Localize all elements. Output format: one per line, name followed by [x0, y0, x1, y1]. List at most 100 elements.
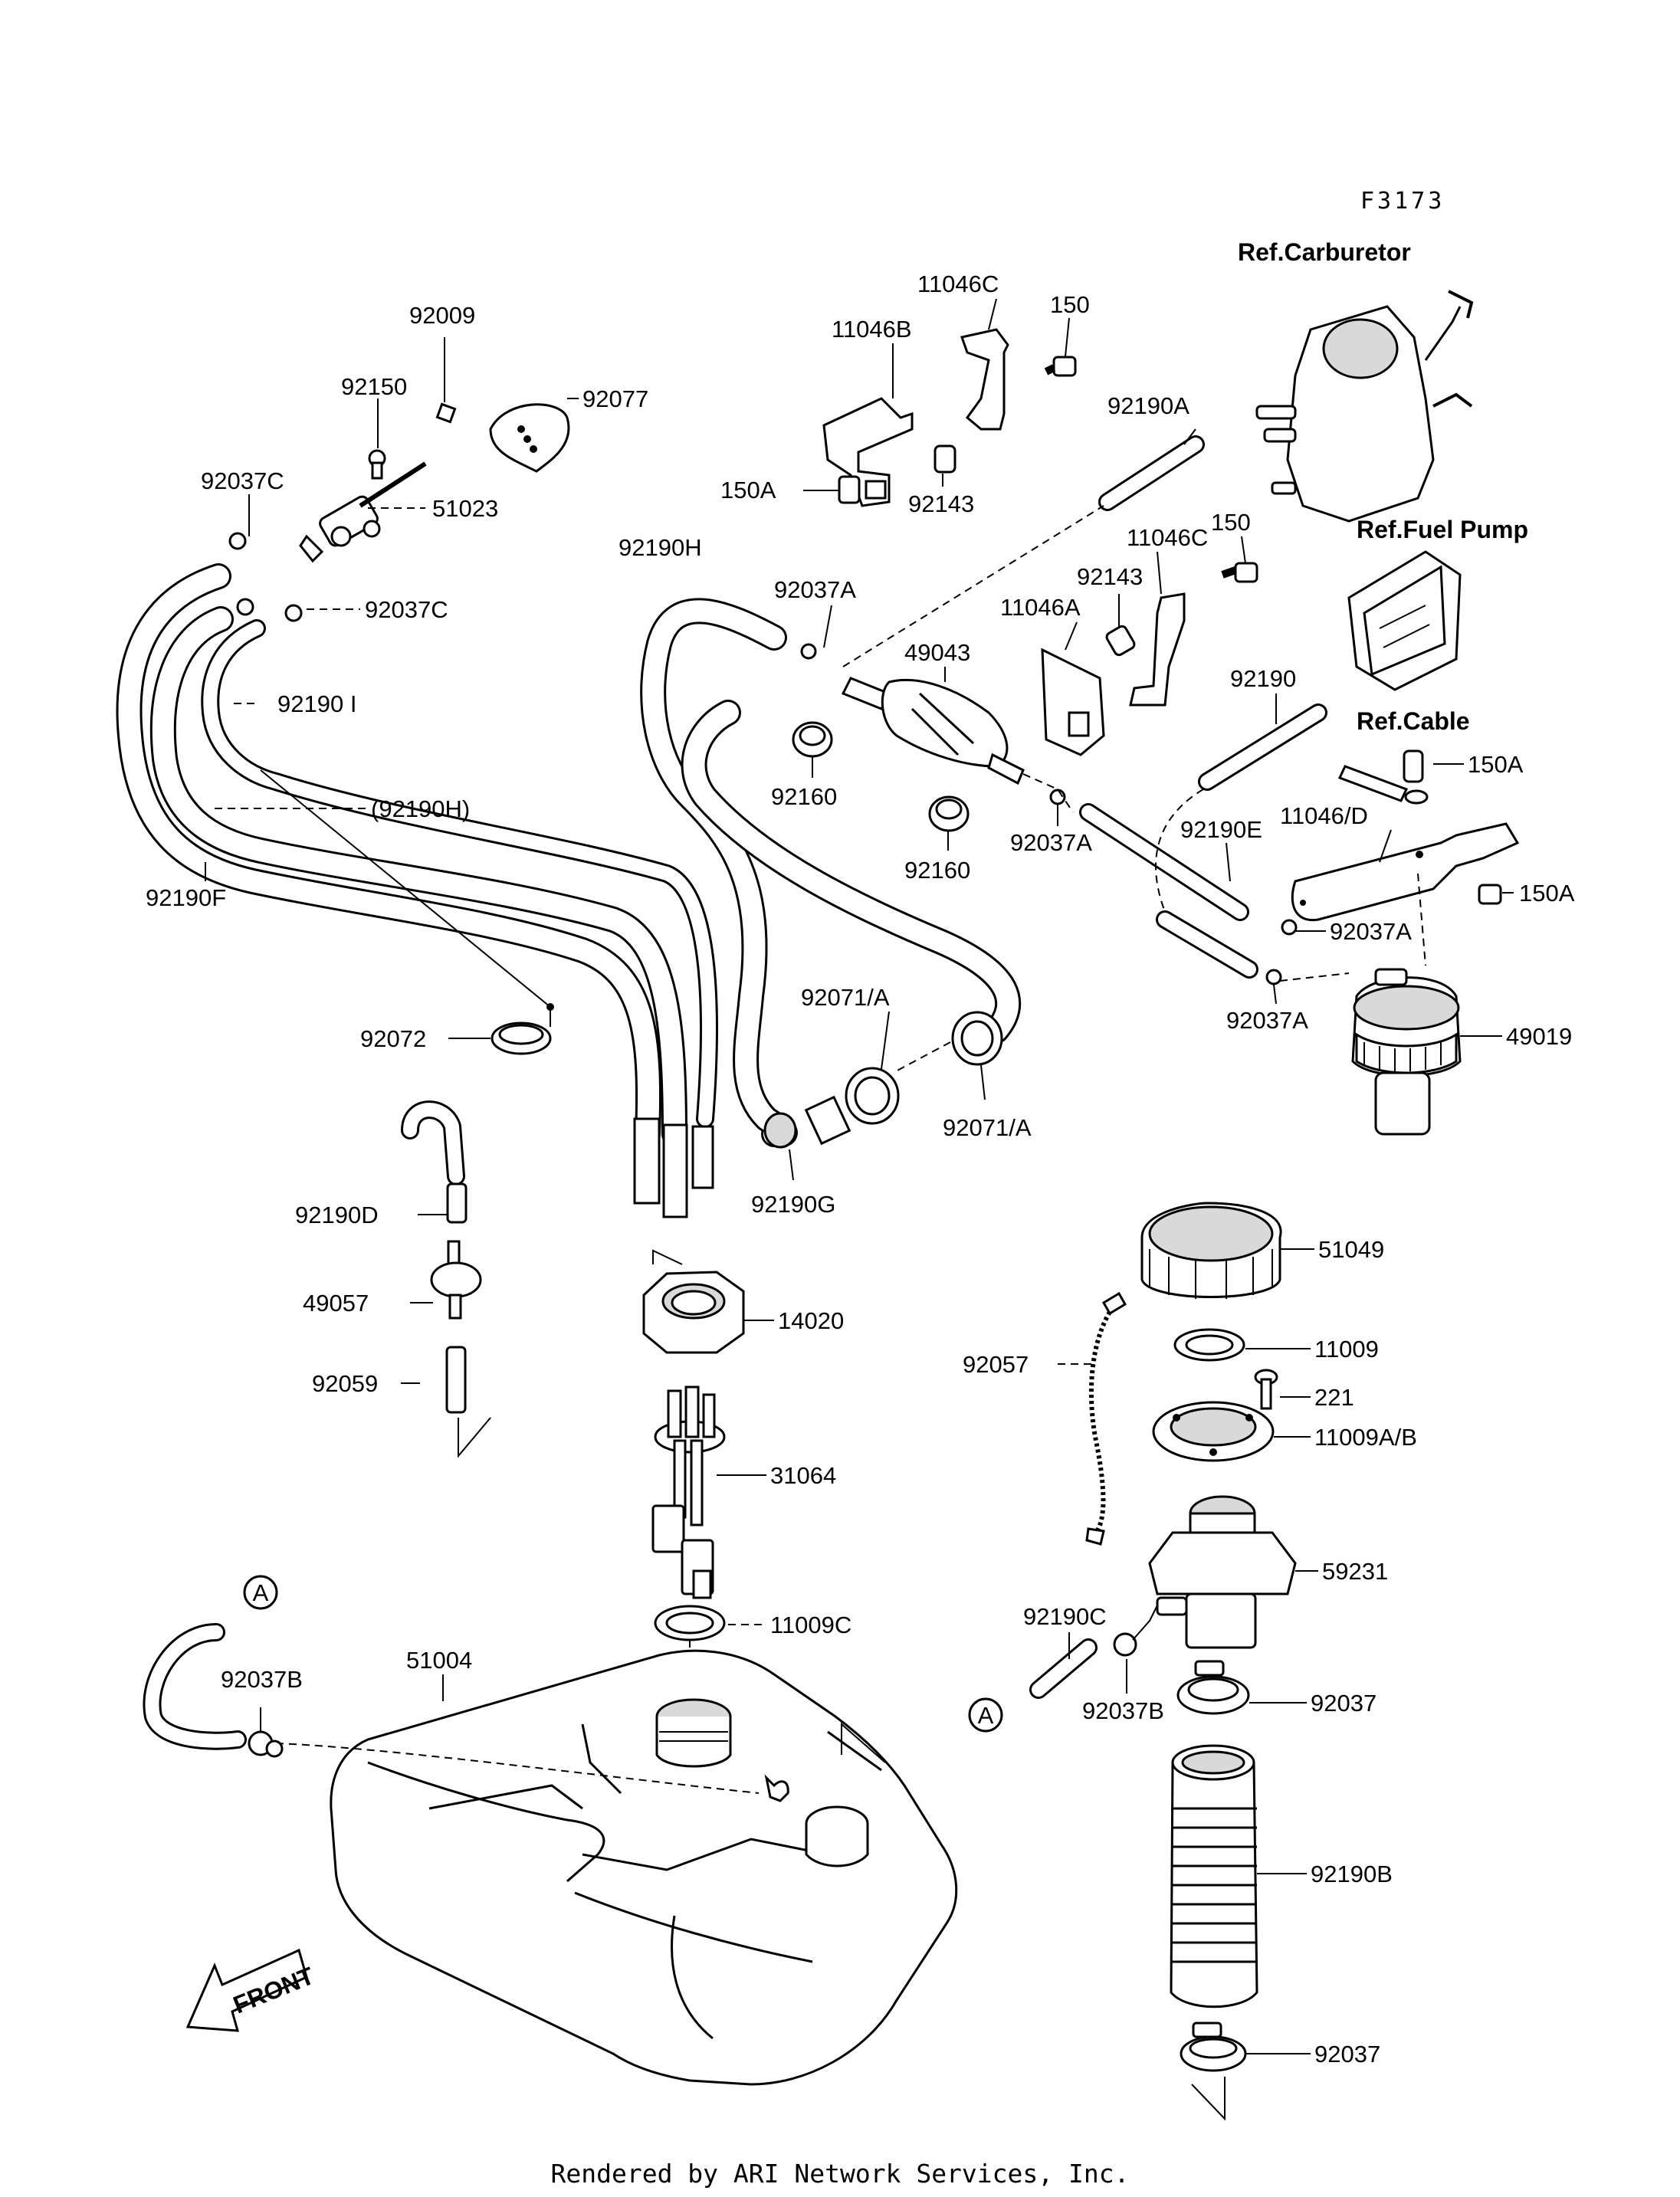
hose-92059	[445, 1346, 467, 1414]
label-51049: 51049	[1318, 1236, 1384, 1263]
label-92190a: 92190A	[1107, 392, 1189, 419]
screw-150-1	[1044, 356, 1077, 377]
sensor-49019	[1351, 968, 1462, 1136]
cap-51049	[1140, 1202, 1282, 1299]
label-92059: 92059	[312, 1370, 378, 1397]
label-92150: 92150	[341, 373, 407, 400]
label-92057: 92057	[963, 1351, 1029, 1378]
hose-92190g-main	[681, 700, 1022, 1044]
label-11046c-2: 11046C	[1127, 524, 1208, 551]
label-31064: 31064	[770, 1462, 836, 1489]
label-92037c-2: 92037C	[365, 596, 448, 623]
label-92037c-1: 92037C	[201, 467, 284, 494]
label-92037b-1: 92037B	[221, 1666, 303, 1693]
footer-credit: Rendered by ARI Network Services, Inc.	[551, 2159, 1130, 2189]
label-92190f: 92190F	[146, 884, 226, 911]
label-92190e: 92190E	[1180, 816, 1262, 843]
chain-92057	[1085, 1291, 1127, 1546]
joint-pipe	[804, 1095, 851, 1146]
clip-92037c-2	[284, 604, 303, 622]
label-92037-2: 92037	[1314, 2041, 1380, 2067]
label-11009: 11009	[1314, 1336, 1379, 1362]
hose-92190c	[1029, 1638, 1098, 1699]
ring-11009ab	[1152, 1401, 1275, 1462]
callout-a-1-label: A	[253, 1579, 269, 1606]
label-92071a-1: 92071/A	[801, 984, 890, 1011]
label-92190d: 92190D	[295, 1202, 379, 1228]
screw-92009	[435, 402, 457, 424]
label-92190: 92190	[1230, 665, 1296, 692]
bracket-11046a	[1041, 648, 1105, 756]
clip-92037a-3	[1281, 919, 1298, 936]
label-92037a-2: 92037A	[1010, 829, 1092, 856]
screw-150-2	[1221, 562, 1258, 583]
label-14020: 14020	[778, 1307, 844, 1334]
label-11046d: 11046/D	[1280, 802, 1368, 829]
label-11046b: 11046B	[832, 316, 912, 343]
label-49043: 49043	[904, 639, 970, 666]
label-92037a-3: 92037A	[1330, 918, 1412, 945]
hose-92190	[1198, 703, 1327, 791]
label-92160-1: 92160	[771, 783, 837, 810]
label-150a-3: 150A	[1519, 880, 1575, 907]
label-92190g: 92190G	[751, 1191, 835, 1218]
carburetor-ref	[1255, 290, 1474, 523]
screw-150a-3	[1478, 884, 1502, 905]
label-11009ab: 11009A/B	[1314, 1424, 1417, 1451]
label-150-1: 150	[1050, 291, 1090, 318]
hose-92190i	[201, 619, 718, 1128]
label-51004: 51004	[406, 1647, 472, 1674]
rubber-92143-2	[1105, 625, 1136, 657]
ref-fuel-pump-label: Ref.Fuel Pump	[1357, 516, 1528, 543]
label-92190i: 92190 I	[277, 690, 356, 717]
bracket-11046d	[1291, 822, 1520, 922]
label-92160-2: 92160	[904, 857, 970, 884]
hose-92190h	[640, 598, 798, 1147]
screw-150a-1	[838, 475, 861, 504]
label-11009c: 11009C	[770, 1612, 851, 1638]
fuel-pump-ref	[1347, 550, 1462, 691]
clamp-92037-1	[1176, 1660, 1250, 1715]
knob-92077	[489, 403, 570, 473]
hose-end-2	[662, 1123, 688, 1218]
label-92190h-ref: (92190H)	[371, 795, 470, 822]
clip-92037a-2	[1049, 789, 1066, 805]
diagram-code: F3173	[1360, 188, 1445, 215]
label-49057: 49057	[303, 1290, 369, 1317]
label-221: 221	[1314, 1384, 1354, 1411]
label-150a-1: 150A	[720, 477, 776, 503]
bracket-11046c-2	[1129, 592, 1186, 707]
ref-cable-label: Ref.Cable	[1357, 707, 1470, 735]
fuel-filter-49043	[841, 677, 1025, 785]
label-92143-1: 92143	[908, 490, 974, 517]
ref-carburetor-label: Ref.Carburetor	[1238, 238, 1411, 266]
leader-lines	[205, 298, 1514, 2054]
pickup-31064	[651, 1385, 726, 1599]
clip-92037a-1	[800, 643, 817, 660]
label-49019: 49019	[1506, 1023, 1572, 1050]
label-92037b-2: 92037B	[1082, 1697, 1164, 1724]
callout-a-2	[968, 1697, 1003, 1733]
hose-92190f	[116, 563, 662, 1147]
label-92037a-4: 92037A	[1226, 1007, 1308, 1034]
cable-ref	[1337, 749, 1429, 805]
label-11046c-1: 11046C	[917, 271, 999, 297]
label-59231: 59231	[1322, 1558, 1388, 1585]
clip-92037c-1	[228, 532, 247, 550]
label-92190b: 92190B	[1311, 1861, 1393, 1887]
label-51023: 51023	[432, 495, 498, 522]
neck-59231	[1148, 1495, 1297, 1649]
clamp-92037-2	[1180, 2022, 1247, 2072]
bracket-11046c	[960, 328, 1009, 431]
joint-92190g	[763, 1112, 797, 1149]
label-150a-2: 150A	[1468, 751, 1524, 778]
label-92009: 92009	[409, 302, 475, 329]
screw-221	[1254, 1369, 1278, 1410]
label-150-2: 150	[1211, 509, 1251, 536]
fuel-valve-51023	[299, 461, 427, 563]
label-92190h: 92190H	[619, 534, 702, 561]
bracket-11046b	[822, 397, 914, 507]
callout-a-2-label: A	[978, 1702, 994, 1729]
nut-14020	[642, 1271, 745, 1354]
callout-a-1	[243, 1575, 278, 1610]
